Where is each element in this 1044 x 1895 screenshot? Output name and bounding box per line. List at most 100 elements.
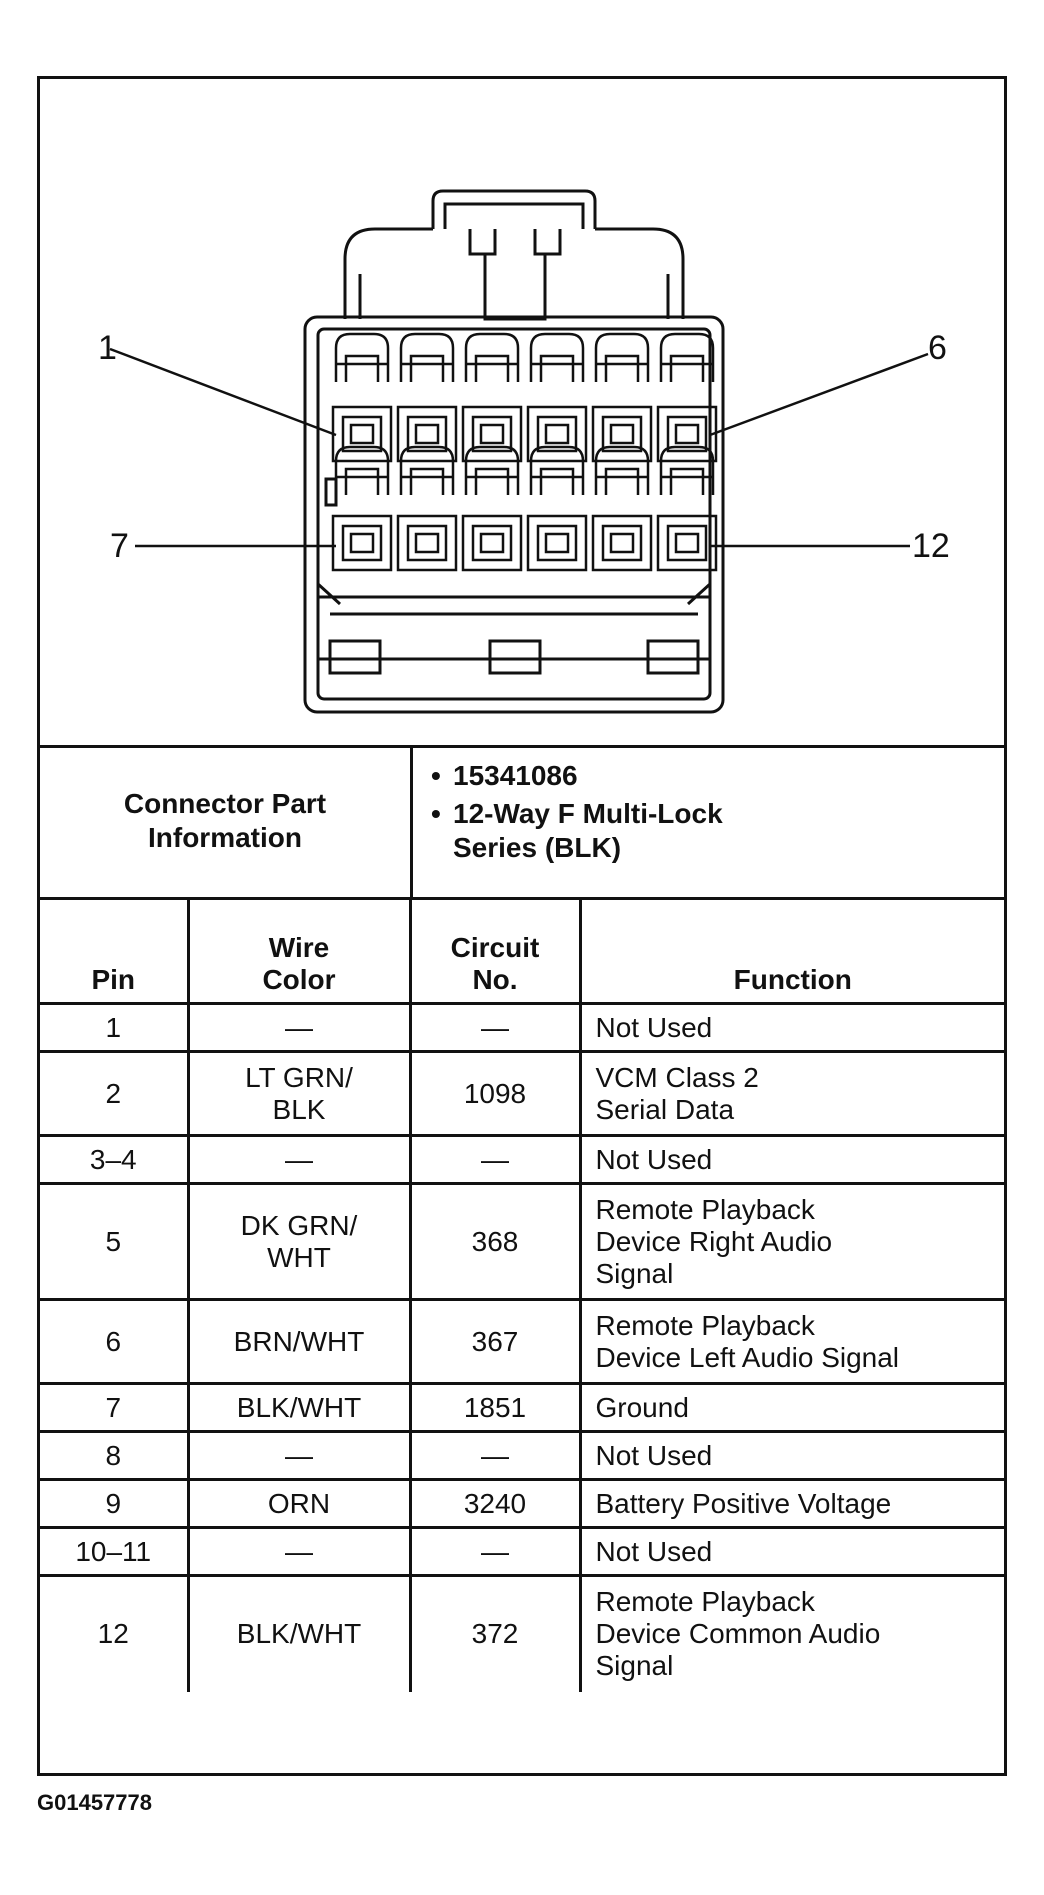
- table-row: 1——Not Used: [40, 1002, 1004, 1053]
- cell-wire-color: —: [186, 1134, 412, 1185]
- pin-cavity-core: [479, 532, 505, 554]
- table-row: 3–4——Not Used: [40, 1134, 1004, 1185]
- pin-cavity-core: [674, 532, 700, 554]
- cell-circuit: 3240: [408, 1478, 582, 1529]
- cell-function: Not Used: [578, 1134, 1004, 1185]
- pin-callout-7: 7: [110, 527, 129, 565]
- cell-pin: 2: [40, 1050, 190, 1137]
- pin-cavity-11: [591, 514, 653, 572]
- pin-cavity-5: [591, 405, 653, 463]
- cell-function: Not Used: [578, 1430, 1004, 1481]
- cell-function: Not Used: [578, 1002, 1004, 1053]
- cell-wire-color: —: [186, 1430, 412, 1481]
- pin-cavity-inner: [666, 415, 708, 453]
- pin-cavity-12: [656, 514, 718, 572]
- cell-function: Not Used: [578, 1526, 1004, 1577]
- part-number: •15341086: [431, 760, 578, 791]
- cavity-latch: [399, 332, 455, 382]
- pin-cavity-inner: [666, 524, 708, 562]
- pin-cavity-core: [609, 532, 635, 554]
- cell-circuit: 372: [408, 1574, 582, 1692]
- pin-cavity-core: [544, 532, 570, 554]
- cell-pin: 7: [40, 1382, 190, 1433]
- pin-cavity-1: [331, 405, 393, 463]
- cell-circuit: 368: [408, 1182, 582, 1301]
- pin-cavity-inner: [601, 415, 643, 453]
- pin-table: Pin Wire Color Circuit No. Function 1——N…: [40, 900, 1004, 1692]
- cell-pin: 5: [40, 1182, 190, 1301]
- cell-pin: 10–11: [40, 1526, 190, 1577]
- pin-cavity-inner: [341, 524, 383, 562]
- cavity-latch: [334, 445, 390, 495]
- pin-cavity-10: [526, 514, 588, 572]
- pin-cavity-core: [479, 423, 505, 445]
- connector-series: •12-Way F Multi-Lock Series (BLK): [431, 798, 723, 863]
- pin-cavity-core: [349, 532, 375, 554]
- cell-function: Battery Positive Voltage: [578, 1478, 1004, 1529]
- cell-wire-color: BLK/WHT: [186, 1382, 412, 1433]
- pin-cavity-3: [461, 405, 523, 463]
- cell-pin: 3–4: [40, 1134, 190, 1185]
- pin-callout-6: 6: [928, 329, 947, 367]
- table-header-row: Pin Wire Color Circuit No. Function: [40, 900, 1004, 1005]
- pin-cavity-inner: [471, 524, 513, 562]
- connector-part-info: Connector Part Information •15341086 •12…: [40, 745, 1004, 900]
- cell-wire-color: DK GRN/ WHT: [186, 1182, 412, 1301]
- pin-cavity-inner: [406, 415, 448, 453]
- cell-wire-color: ORN: [186, 1478, 412, 1529]
- cell-pin: 12: [40, 1574, 190, 1692]
- pin-cavity-core: [414, 423, 440, 445]
- pin-cavity-6: [656, 405, 718, 463]
- cell-circuit: —: [408, 1526, 582, 1577]
- cell-wire-color: BRN/WHT: [186, 1298, 412, 1385]
- cavity-latch: [464, 332, 520, 382]
- pin-callout-1: 1: [98, 329, 117, 367]
- header-function: Function: [578, 900, 1004, 1005]
- pin-cavity-inner: [471, 415, 513, 453]
- table-row: 10–11——Not Used: [40, 1526, 1004, 1577]
- cavity-latch: [594, 332, 650, 382]
- cell-circuit: 1851: [408, 1382, 582, 1433]
- pin-cavity-8: [396, 514, 458, 572]
- connector-info-label: Connector Part Information: [40, 745, 413, 897]
- cell-circuit: 367: [408, 1298, 582, 1385]
- cell-wire-color: —: [186, 1526, 412, 1577]
- cell-pin: 9: [40, 1478, 190, 1529]
- pin-cavity-7: [331, 514, 393, 572]
- pin-cavity-core: [674, 423, 700, 445]
- pin-cavity-core: [544, 423, 570, 445]
- pin-cavity-inner: [406, 524, 448, 562]
- cell-wire-color: —: [186, 1002, 412, 1053]
- cavity-latch: [399, 445, 455, 495]
- cell-wire-color: LT GRN/ BLK: [186, 1050, 412, 1137]
- header-wire-color: Wire Color: [186, 900, 412, 1005]
- table-row: 8——Not Used: [40, 1430, 1004, 1481]
- cell-circuit: 1098: [408, 1050, 582, 1137]
- cell-pin: 1: [40, 1002, 190, 1053]
- pin-cavity-inner: [536, 415, 578, 453]
- connector-panel: 1 6 7 12 Connector Part Information •153…: [37, 76, 1007, 1776]
- cell-function: VCM Class 2 Serial Data: [578, 1050, 1004, 1137]
- pin-cavity-core: [349, 423, 375, 445]
- pin-cavity-2: [396, 405, 458, 463]
- cell-function: Ground: [578, 1382, 1004, 1433]
- connector-face-drawing: [109, 189, 929, 714]
- cavity-latch: [594, 445, 650, 495]
- cell-circuit: —: [408, 1134, 582, 1185]
- pin-cavity-inner: [341, 415, 383, 453]
- pin-cavity-4: [526, 405, 588, 463]
- cell-function: Remote Playback Device Common Audio Sign…: [578, 1574, 1004, 1692]
- cavity-latch: [529, 445, 585, 495]
- cell-function: Remote Playback Device Left Audio Signal: [578, 1298, 1004, 1385]
- cell-wire-color: BLK/WHT: [186, 1574, 412, 1692]
- cavity-latch: [659, 445, 715, 495]
- header-pin: Pin: [40, 900, 190, 1005]
- cell-function: Remote Playback Device Right Audio Signa…: [578, 1182, 1004, 1301]
- cell-pin: 6: [40, 1298, 190, 1385]
